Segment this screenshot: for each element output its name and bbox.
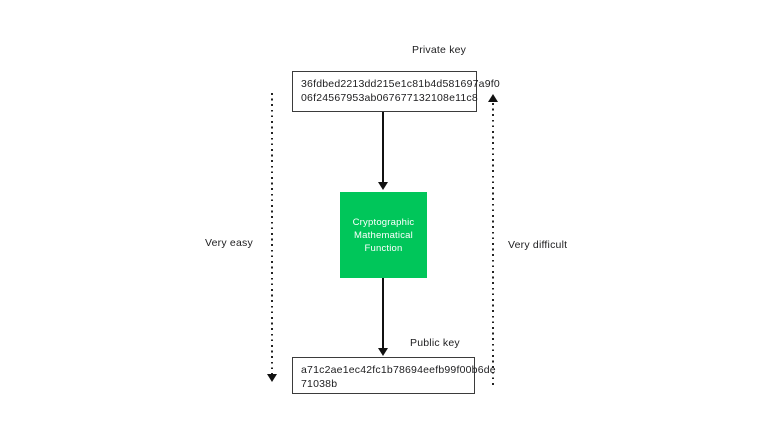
- arrow-private-to-function: [382, 112, 384, 183]
- crypto-function-line2: Mathematical: [354, 229, 413, 241]
- private-key-label: Private key: [412, 44, 467, 56]
- arrow-down-icon: [378, 182, 388, 190]
- very-easy-label: Very easy: [205, 237, 253, 249]
- crypto-function-box: Cryptographic Mathematical Function: [340, 192, 427, 278]
- arrow-down-icon: [267, 374, 277, 382]
- crypto-function-line1: Cryptographic: [352, 216, 415, 228]
- public-key-value-line2: 71038b: [301, 378, 338, 390]
- private-key-value-line2: 06f24567953ab067677132108e11c8: [301, 92, 478, 104]
- dotted-arrow-easy: [271, 93, 273, 374]
- arrow-function-to-public: [382, 278, 384, 349]
- public-key-value-line1: a71c2ae1ec42fc1b78694eefb99f00b6de: [301, 364, 496, 376]
- arrow-up-icon: [488, 94, 498, 102]
- crypto-function-line3: Function: [364, 242, 403, 254]
- very-difficult-label: Very difficult: [508, 239, 568, 251]
- private-key-value-line1: 36fdbed2213dd215e1c81b4d581697a9f0: [301, 78, 500, 90]
- arrow-down-icon: [378, 348, 388, 356]
- public-key-label: Public key: [410, 337, 460, 349]
- dotted-arrow-difficult: [492, 103, 494, 385]
- public-key-box: a71c2ae1ec42fc1b78694eefb99f00b6de 71038…: [292, 357, 496, 394]
- private-key-box: 36fdbed2213dd215e1c81b4d581697a9f0 06f24…: [292, 71, 500, 112]
